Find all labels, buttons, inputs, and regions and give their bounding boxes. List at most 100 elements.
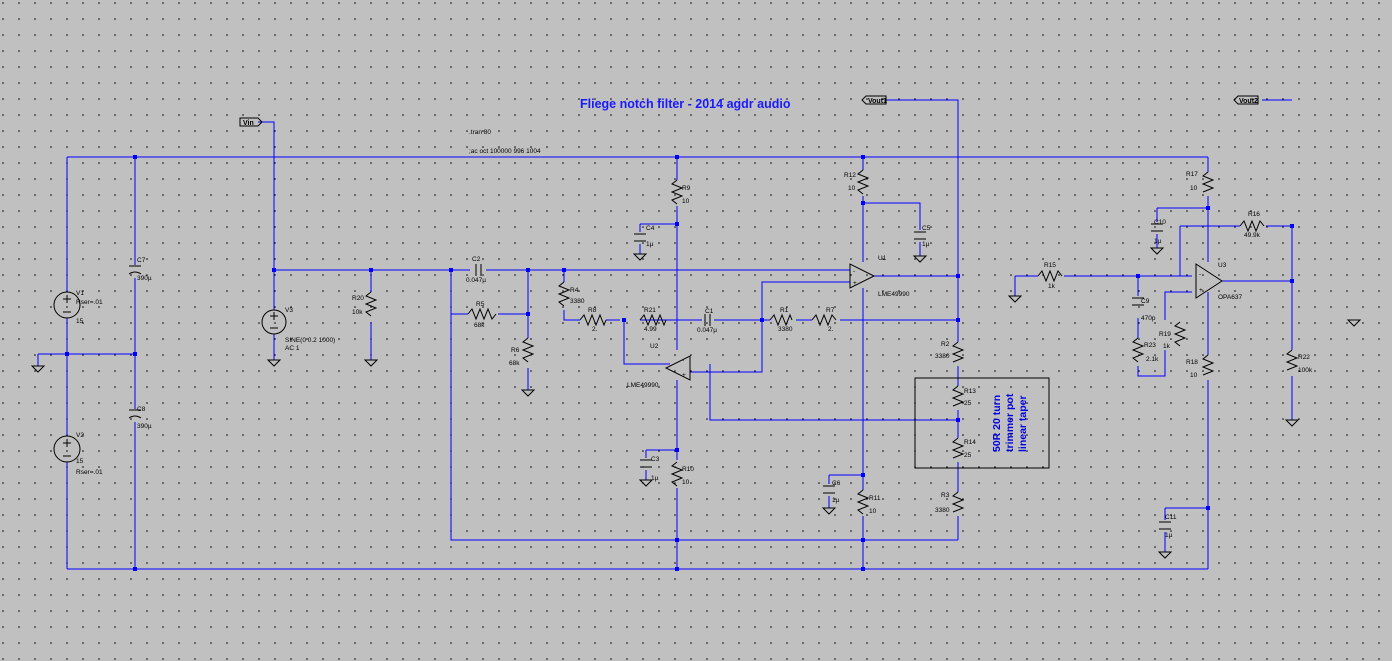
net-label-vout1[interactable]: Vout1 [861, 95, 887, 105]
svg-text:C11: C11 [1165, 514, 1177, 521]
svg-text:Vin: Vin [243, 120, 254, 127]
svg-text:0.047µ: 0.047µ [697, 327, 717, 334]
svg-text:C5: C5 [922, 225, 931, 232]
net-label-vout2[interactable]: Vout2 [1233, 95, 1259, 105]
source-v1[interactable]: V1 Rser=.01 15 [53, 290, 103, 325]
svg-text:3380: 3380 [778, 326, 793, 333]
capacitor-c6[interactable]: C6 1µ [823, 480, 841, 504]
svg-text:Rser=.01: Rser=.01 [76, 469, 103, 476]
svg-text:Rser=.01: Rser=.01 [76, 299, 103, 306]
capacitor-c1[interactable]: C1 0.047µ [697, 308, 717, 334]
svg-text:R22: R22 [1298, 354, 1310, 361]
opamp-u3[interactable]: - + U3 OPA637 [1195, 262, 1242, 301]
source-v2[interactable]: V2 15 Rser=.01 [53, 432, 103, 476]
svg-text:R9: R9 [682, 185, 691, 192]
svg-text:linear taper: linear taper [1017, 395, 1029, 452]
resistor-labels[interactable]: R20 10k R5 68k R6 68k R4 3380 R8 2. R21 … [352, 171, 1313, 515]
svg-text:1µ: 1µ [922, 241, 930, 248]
svg-text:68k: 68k [474, 322, 485, 329]
svg-text:C10: C10 [1154, 219, 1166, 226]
svg-text:C4: C4 [646, 225, 655, 232]
svg-text:10: 10 [1190, 185, 1198, 192]
svg-text:R17: R17 [1186, 171, 1198, 178]
svg-text:R5: R5 [476, 301, 485, 308]
svg-text:U1: U1 [878, 255, 887, 262]
svg-text:C1: C1 [705, 308, 714, 315]
svg-text:-: - [853, 268, 855, 275]
svg-text:470p: 470p [1141, 315, 1156, 322]
svg-text:1k: 1k [1048, 283, 1056, 290]
net-label-vin[interactable]: Vin [239, 117, 263, 127]
ground-symbols [30, 247, 1362, 559]
svg-text:C9: C9 [1141, 298, 1150, 305]
svg-text:R8: R8 [588, 307, 597, 314]
svg-text:+: + [682, 372, 686, 379]
svg-text:C3: C3 [651, 456, 660, 463]
svg-text:10: 10 [1190, 372, 1198, 379]
source-v3[interactable]: V3 SINE(0 0.2 1000) AC 1 [261, 307, 335, 352]
svg-text:10: 10 [682, 479, 690, 486]
svg-text:+: + [853, 280, 857, 287]
svg-text:R2: R2 [941, 341, 950, 348]
svg-text:10: 10 [848, 185, 856, 192]
opamp-u2[interactable]: - + U2 LME49990 [627, 343, 691, 389]
capacitor-c9[interactable]: C9 470p [1132, 297, 1156, 322]
svg-text:15: 15 [76, 458, 84, 465]
svg-text:R13: R13 [964, 388, 976, 395]
ac-directive[interactable]: ;ac oct 100000 996 1004 [469, 148, 541, 155]
svg-text:R23: R23 [1144, 342, 1156, 349]
svg-text:390µ: 390µ [137, 423, 152, 430]
capacitor-c4[interactable]: C4 1µ [634, 225, 655, 248]
svg-text:U2: U2 [650, 343, 659, 350]
svg-text:AC 1: AC 1 [285, 345, 300, 352]
schematic-title: Fliege notch filter - 2014 agdr audio [580, 97, 791, 111]
junction-dots [65, 155, 1294, 571]
capacitor-c10[interactable]: C10 1µ [1151, 219, 1166, 245]
svg-text:V1: V1 [76, 290, 84, 297]
svg-text:2.: 2. [592, 326, 598, 333]
svg-text:C7: C7 [137, 257, 146, 264]
trimmer-note[interactable]: 50R 20 turn trimmer pot linear taper [914, 377, 1050, 469]
capacitor-c8[interactable]: C8 390µ [128, 406, 152, 430]
svg-text:2.1k: 2.1k [1146, 356, 1159, 363]
svg-text:10: 10 [682, 198, 690, 205]
capacitor-c11[interactable]: C11 1µ [1159, 514, 1177, 539]
capacitor-c3[interactable]: C3 1µ [640, 456, 660, 482]
svg-text:R3: R3 [941, 492, 950, 499]
svg-text:3380: 3380 [935, 353, 950, 360]
svg-text:25: 25 [964, 452, 972, 459]
tran-directive[interactable]: .tran 80 [469, 129, 491, 136]
svg-text:1µ: 1µ [832, 497, 840, 504]
svg-text:1µ: 1µ [646, 241, 654, 248]
svg-text:R18: R18 [1186, 359, 1198, 366]
svg-text:R14: R14 [964, 439, 976, 446]
svg-text:R21: R21 [644, 307, 656, 314]
svg-text:3380: 3380 [935, 507, 950, 514]
svg-text:R15: R15 [1044, 262, 1056, 269]
svg-text:50R 20 turn: 50R 20 turn [991, 395, 1003, 452]
svg-text:4.99: 4.99 [644, 326, 657, 333]
svg-text:Vout1: Vout1 [868, 98, 887, 105]
svg-text:0.047µ: 0.047µ [466, 277, 486, 284]
svg-text:1µ: 1µ [1165, 532, 1173, 539]
svg-text:100k: 100k [1298, 367, 1313, 374]
svg-text:C2: C2 [472, 256, 481, 263]
capacitor-c7[interactable]: C7 390µ [128, 257, 152, 282]
svg-text:R6: R6 [511, 347, 520, 354]
svg-text:C8: C8 [137, 406, 146, 413]
svg-text:-: - [1199, 271, 1201, 278]
capacitor-c2[interactable]: C2 0.047µ [466, 256, 486, 284]
svg-text:1µ: 1µ [651, 475, 659, 482]
capacitor-c5[interactable]: C5 1µ [914, 225, 931, 248]
svg-text:R12: R12 [844, 172, 856, 179]
opamp-u1[interactable]: - + U1 LME49990 [849, 255, 910, 298]
svg-text:15: 15 [76, 318, 84, 325]
svg-text:R19: R19 [1159, 331, 1171, 338]
svg-text:C6: C6 [832, 480, 841, 487]
svg-text:2.: 2. [828, 326, 834, 333]
svg-text:1k: 1k [1163, 343, 1171, 350]
svg-text:trimmer pot: trimmer pot [1004, 393, 1016, 452]
svg-text:10: 10 [869, 508, 877, 515]
